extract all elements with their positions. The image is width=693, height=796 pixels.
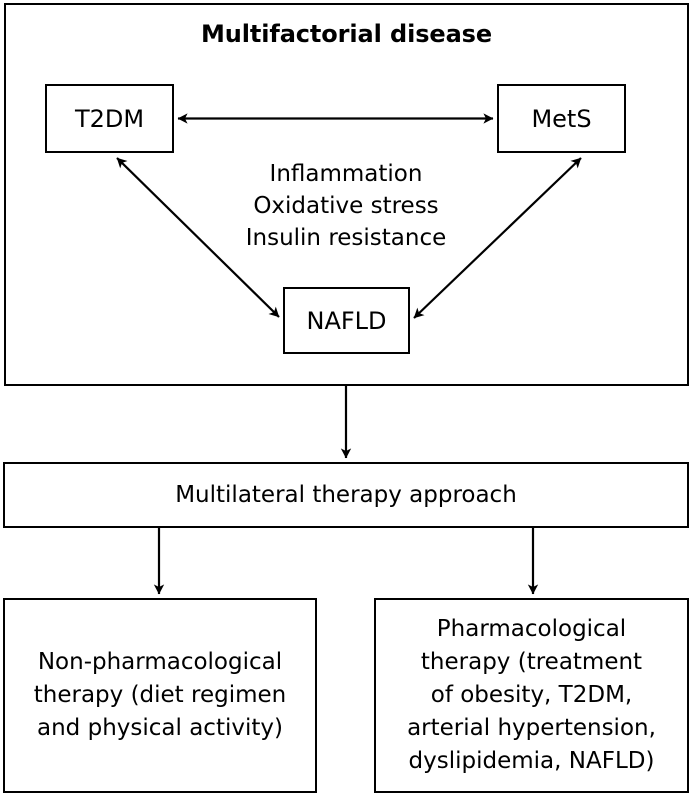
node-non-pharmacological-therapy-label: Non-pharmacological therapy (diet regime… — [33, 649, 287, 741]
node-t2dm-label: T2DM — [74, 104, 145, 133]
node-mets-label: MetS — [531, 104, 592, 133]
node-pharmacological-therapy-label: Pharmacological therapy (treatment of ob… — [407, 616, 656, 774]
node-multilateral-therapy: Multilateral therapy approach — [3, 462, 689, 528]
node-t2dm: T2DM — [45, 84, 174, 153]
node-nafld: NAFLD — [283, 287, 410, 354]
node-nafld-label: NAFLD — [306, 306, 387, 335]
node-mets: MetS — [497, 84, 626, 153]
mechanisms-text: Inflammation Oxidative stress Insulin re… — [245, 161, 447, 251]
node-pharmacological-therapy: Pharmacological therapy (treatment of ob… — [374, 598, 689, 793]
page-title: Multifactorial disease — [200, 20, 493, 48]
node-multilateral-therapy-label: Multilateral therapy approach — [175, 482, 517, 508]
node-non-pharmacological-therapy: Non-pharmacological therapy (diet regime… — [3, 598, 317, 793]
